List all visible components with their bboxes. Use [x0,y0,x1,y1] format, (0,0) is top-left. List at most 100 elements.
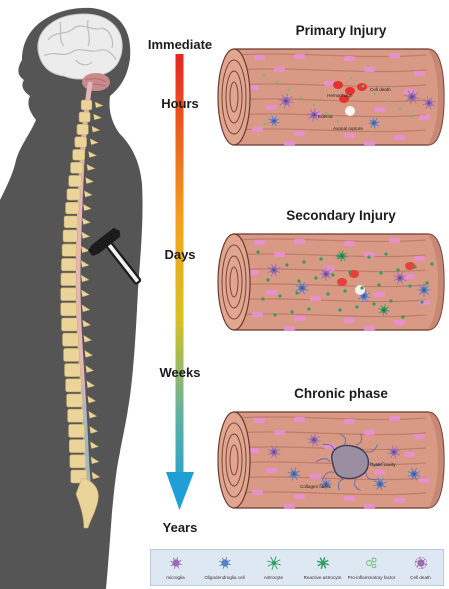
cross-section-face [218,234,250,330]
edema-spot [355,285,365,295]
myelin-segment [254,55,265,60]
vertebra [75,137,87,147]
vertebra [81,100,92,110]
pro-inflammatory-factor [285,263,288,266]
annotation-collagen-fibers: Collagen fibers [300,484,331,489]
timeline-label-immediate: Immediate [148,37,212,52]
legend-label: microglia [151,575,200,580]
vertebra [69,440,85,453]
myelin-segment [294,54,305,59]
vertebra [69,175,82,186]
myelin-segment [266,468,277,473]
pro-inflammatory-factor [430,262,433,265]
pro-inflammatory-factor [401,315,404,318]
pro-inflammatory-factor [372,302,375,305]
myelin-segment [374,470,385,475]
pro-inflammatory-factor [384,252,387,255]
myelin-segment [364,504,375,509]
vertebra [67,189,80,200]
pro-inflammatory-factor [343,289,346,292]
vertebra [66,202,79,214]
phase-title-secondary: Secondary Injury [286,208,396,223]
myelin-segment [414,434,425,439]
vertebra [70,455,86,468]
myelin-segment [266,105,277,110]
myelin-segment [274,252,285,257]
vertebra [69,424,85,437]
pro-inflammatory-factor [420,300,423,303]
vertebra [66,379,82,392]
pro-inflammatory-factor [307,307,310,310]
pro-inflammatory-factor [319,257,322,260]
myelin-segment [364,67,375,72]
pro-inflammatory-factor [425,281,428,284]
legend-item: Reactive astrocyte [298,550,347,585]
myelin-segment [310,296,321,301]
myelin-segment [294,239,305,244]
pro-inflammatory-factor [360,286,363,289]
tissue-secondary-injury [214,226,446,338]
legend-item: microglia [151,550,200,585]
pro-inflammatory-factor [261,297,264,300]
myelin-segment [274,430,285,435]
vertebra [79,112,90,122]
myelin-segment [294,131,305,136]
timeline-label-hours: Hours [161,96,199,111]
myelin-segment [284,141,295,146]
tissue-chronic-phase [214,404,446,516]
pro-inflammatory-factor [314,276,317,279]
timeline-label-weeks: Weeks [160,365,201,380]
annotation-edema: Edema [318,114,333,119]
timeline-label-days: Days [164,247,195,262]
pro-inflammatory-factor [348,270,351,273]
myelin-segment [252,312,263,317]
pro-inflammatory-factor [413,265,416,268]
pro-inflammatory-factor [295,291,298,294]
legend-item: Astrocyte [249,550,298,585]
myelin-segment [394,320,405,325]
legend-item: Pro-inflammatory factor [347,550,396,585]
myelin-segment [274,67,285,72]
pro-inflammatory-factor [408,284,411,287]
hemorrhage-blob [405,262,415,270]
myelin-segment [389,238,400,243]
edema-spot [345,106,355,116]
myelin-segment [389,53,400,58]
pro-inflammatory-factor [389,299,392,302]
cross-section-face [218,49,250,145]
brain [38,14,122,79]
phase-title-chronic: Chronic phase [294,386,388,401]
legend-label: Pro-inflammatory factor [347,575,396,580]
vertebra [61,288,77,301]
myelin-segment [419,115,430,120]
pro-inflammatory-factor [256,250,259,253]
myelin-segment [252,127,263,132]
vertebra [64,348,80,361]
myelin-segment [404,274,415,279]
myelin-segment [310,474,321,479]
vertebra [73,149,85,160]
cystic-cavity [332,446,369,479]
pro-inflammatory-factor [379,271,382,274]
legend-label: Cell death [396,575,445,580]
myelin-segment [414,256,425,261]
myelin-segment [364,141,375,146]
myelin-segment [419,478,430,483]
pro-inflammatory-factor-icon [364,553,380,573]
vertebra [61,258,76,270]
hemorrhage-blob [337,278,347,286]
pro-inflammatory-factor [377,283,380,286]
timeline-label-years: Years [163,520,198,535]
myelin-segment [389,416,400,421]
pro-inflammatory-factor [326,292,329,295]
myelin-segment [266,290,277,295]
myelin-segment [294,417,305,422]
myelin-segment [364,430,375,435]
legend-item: Oligodendroglia cell [200,550,249,585]
myelin-segment [374,107,385,112]
myelin-segment [344,318,355,323]
pro-inflammatory-factor [302,260,305,263]
myelin-segment [344,496,355,501]
vertebra [62,244,77,256]
